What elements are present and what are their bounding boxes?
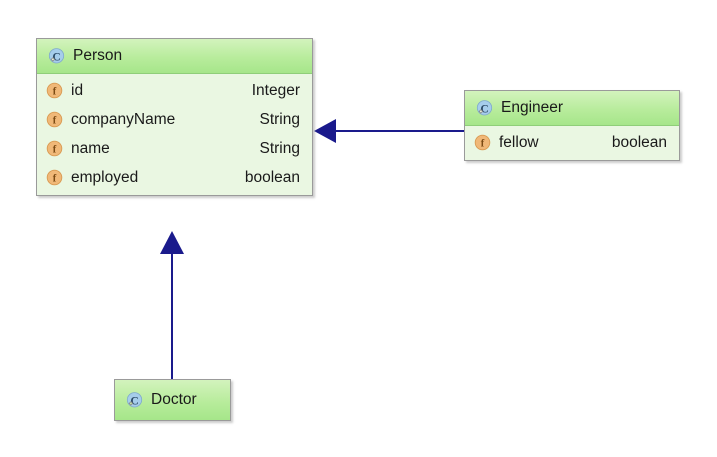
attribute-name: employed <box>71 168 139 186</box>
attribute-name: fellow <box>499 133 539 151</box>
attribute-type: String <box>259 139 301 157</box>
attribute-type: String <box>259 110 301 128</box>
field-icon: f <box>46 140 63 157</box>
class-name-label: Person <box>73 47 123 64</box>
class-attributes-person: f id Integer f companyName String <box>37 74 312 195</box>
svg-text:f: f <box>53 173 57 184</box>
field-icon: f <box>474 134 491 151</box>
svg-text:f: f <box>53 86 57 97</box>
svg-text:C: C <box>480 103 488 115</box>
relationship-engineer-extends-person[interactable] <box>314 119 464 143</box>
class-box-doctor[interactable]: C Doctor <box>114 379 231 421</box>
class-box-person[interactable]: C Person f id Integer <box>36 38 313 196</box>
attribute-row[interactable]: f companyName String <box>37 105 312 134</box>
field-icon: f <box>46 82 63 99</box>
attribute-type: boolean <box>611 133 667 151</box>
class-attributes-engineer: f fellow boolean <box>465 126 679 160</box>
attribute-name: companyName <box>71 110 176 128</box>
class-icon: C <box>124 391 143 410</box>
field-icon: f <box>46 111 63 128</box>
attribute-name: id <box>71 81 84 99</box>
svg-text:C: C <box>130 395 138 407</box>
class-name-label: Engineer <box>501 99 564 116</box>
relationship-doctor-extends-person[interactable] <box>160 231 184 379</box>
attribute-row[interactable]: f employed boolean <box>37 163 312 192</box>
class-icon: C <box>474 99 493 118</box>
class-icon: C <box>46 47 65 66</box>
svg-text:C: C <box>52 51 60 63</box>
svg-text:f: f <box>481 138 485 149</box>
class-box-engineer[interactable]: C Engineer f fellow boolean <box>464 90 680 161</box>
attribute-type: boolean <box>244 168 300 186</box>
attribute-row[interactable]: f fellow boolean <box>465 128 679 157</box>
svg-text:f: f <box>53 115 57 126</box>
attribute-type: Integer <box>251 81 300 99</box>
attribute-row[interactable]: f name String <box>37 134 312 163</box>
filled-triangle-arrowhead-icon <box>160 231 184 254</box>
class-header-doctor: C Doctor <box>115 380 230 420</box>
svg-text:f: f <box>53 144 57 155</box>
class-name-label: Doctor <box>151 391 197 408</box>
attribute-row[interactable]: f id Integer <box>37 76 312 105</box>
filled-triangle-arrowhead-icon <box>314 119 336 143</box>
attribute-name: name <box>71 139 110 157</box>
field-icon: f <box>46 169 63 186</box>
class-header-engineer: C Engineer <box>465 91 679 126</box>
class-header-person: C Person <box>37 39 312 74</box>
